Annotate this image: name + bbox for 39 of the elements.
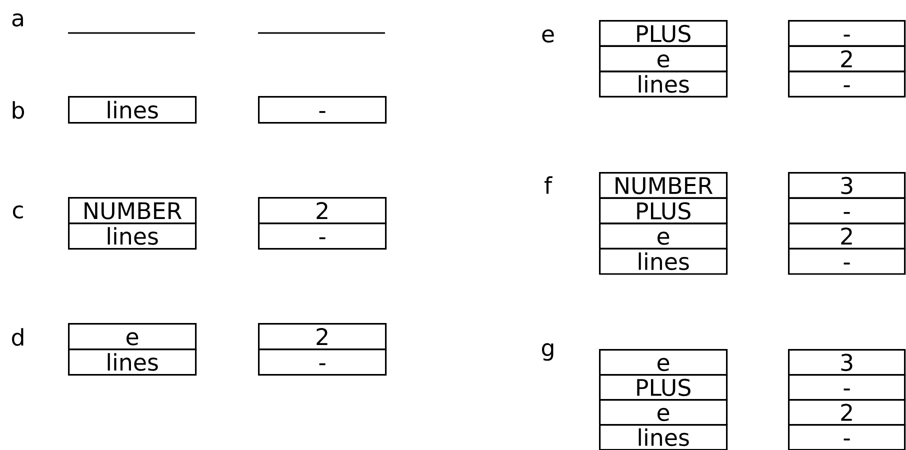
value-cell: - [788,424,906,450]
stack-cell: e [599,222,728,250]
stack-cell: e [599,45,728,72]
value-cell: - [258,222,387,250]
value-cell: - [258,348,387,376]
value-cell: 2 [788,45,906,72]
value-cell: 2 [258,197,387,224]
value-cell: - [788,70,906,98]
stack-cell: lines [599,70,728,98]
stack-cell: lines [599,248,728,275]
panel-letter: c [12,205,23,219]
stack-cell: lines [599,424,728,450]
value-cell: 2 [788,222,906,250]
value-cell: 2 [258,323,387,350]
value-cell: 2 [788,399,906,426]
value-cell: - [788,374,906,401]
panel-letter: d [12,328,24,346]
stack-cell: lines [68,96,197,124]
value-cell: - [788,20,906,47]
value-cell: 3 [788,172,906,199]
stack-cell: PLUS [599,197,728,224]
stack-cell: lines [68,222,197,250]
stack-cell: PLUS [599,20,728,47]
panel-letter: g [542,343,554,361]
panel-letter: b [12,101,24,119]
stack-cell: NUMBER [599,172,728,199]
stack-cell: lines [68,348,197,376]
panel-letter: e [542,29,554,43]
stack-cell: e [68,323,197,350]
stack-cell: PLUS [599,374,728,401]
stack-cell: e [599,399,728,426]
stack-cell: NUMBER [68,197,197,224]
value-cell: - [788,197,906,224]
value-cell: 3 [788,349,906,376]
stack-cell: e [599,349,728,376]
value-cell: - [258,96,387,124]
value-cell: - [788,248,906,275]
panel-letter: a [12,13,23,27]
panel-letter: f [544,176,552,194]
